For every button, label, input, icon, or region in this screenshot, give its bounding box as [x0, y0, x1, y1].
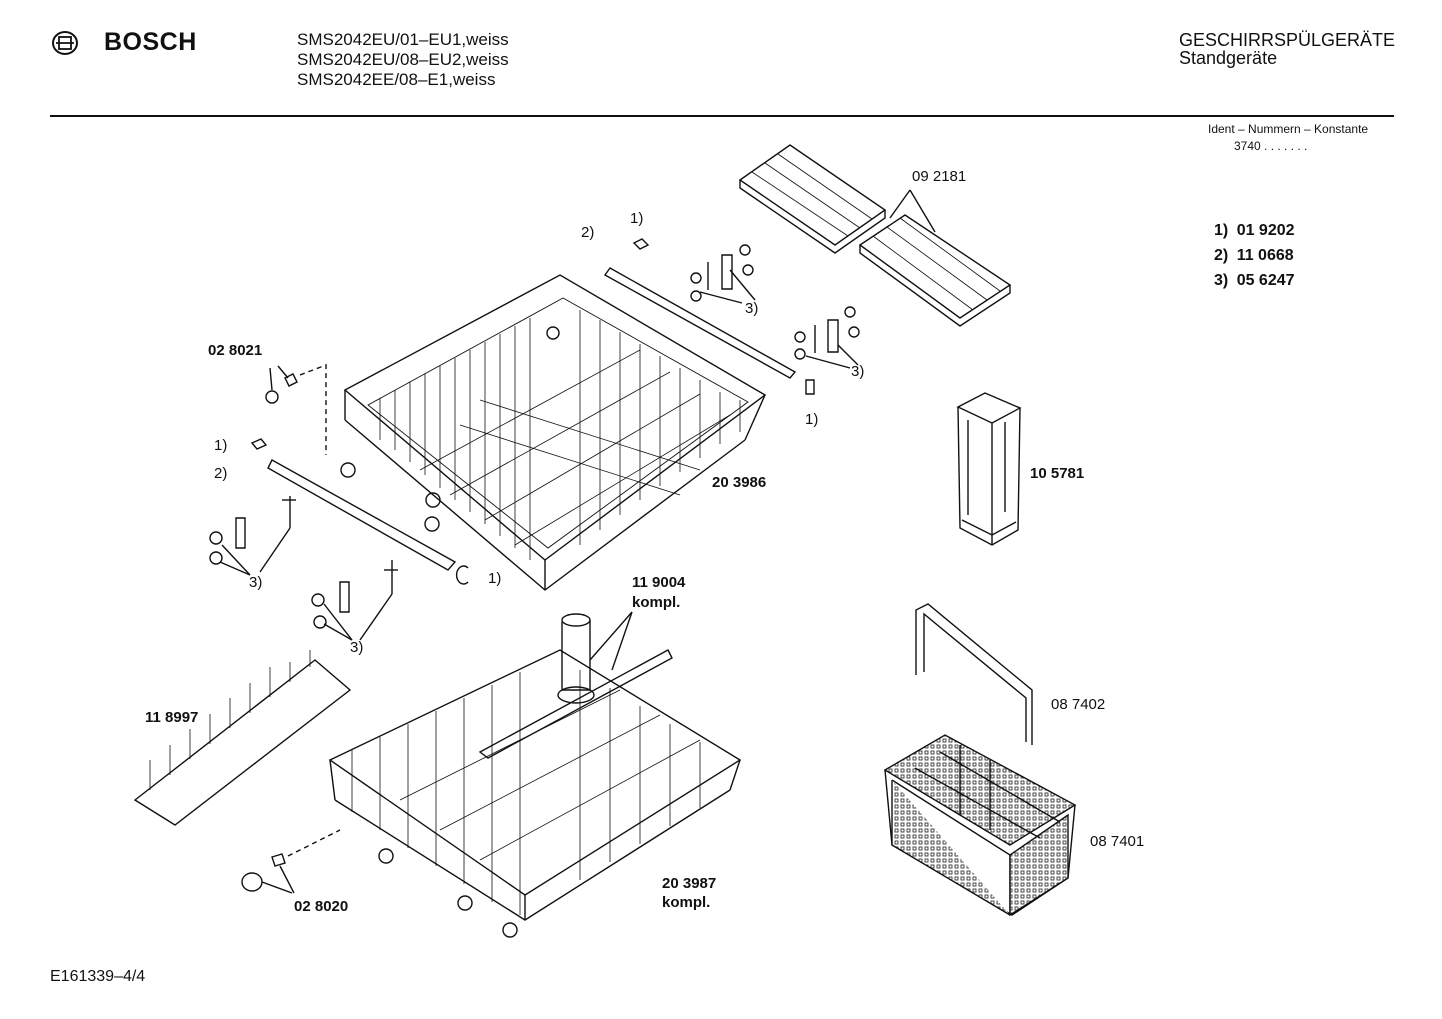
roller-set-left-2	[311, 560, 398, 641]
label-087402: 08 7402	[1051, 696, 1106, 713]
model-line-3: SMS2042EE/08–E1,weiss	[297, 70, 496, 89]
cutlery-basket	[883, 734, 1077, 917]
wheel-028020	[241, 829, 341, 894]
ref-1-left: 1)	[214, 437, 228, 454]
basket-handle	[915, 603, 1033, 745]
label-028021: 02 8021	[208, 342, 263, 359]
label-087401: 08 7401	[1090, 833, 1145, 850]
label-119004: 11 9004	[632, 574, 686, 591]
key-part: 11 0668	[1236, 247, 1294, 264]
wheel-028021	[265, 363, 327, 455]
ident-title: Ident – Nummern – Konstante	[1208, 122, 1369, 136]
ref-1-right: 1)	[805, 411, 819, 428]
ref-3-left-2: 3)	[350, 639, 364, 656]
roller-set-top-1	[690, 244, 756, 304]
key-item-1: 1) 01 9202	[1214, 222, 1295, 240]
upper-rail-right	[603, 238, 815, 395]
roller-set-top-2	[794, 306, 860, 369]
ref-2-left: 2)	[214, 465, 228, 482]
key-item-2: 2) 11 0668	[1214, 247, 1294, 265]
model-line-2: SMS2042EU/08–EU2,weiss	[297, 50, 509, 69]
label-092181: 09 2181	[912, 168, 967, 185]
label-203986: 20 3986	[712, 474, 767, 491]
ref-1-rail-end: 1)	[488, 570, 502, 587]
brand-name: BOSCH	[104, 28, 197, 56]
header-rule	[50, 115, 1394, 117]
ref-3-left-1: 3)	[249, 574, 263, 591]
document-id: E161339–4/4	[50, 968, 146, 985]
label-028020: 02 8020	[294, 898, 349, 915]
bosch-logo	[50, 29, 80, 62]
model-line-1: SMS2042EU/01–EU1,weiss	[297, 30, 509, 49]
spray-arm	[478, 611, 673, 759]
roller-set-left-1	[209, 496, 296, 576]
plate-rack	[133, 650, 352, 826]
lower-basket	[328, 649, 742, 938]
upper-rail-left	[250, 438, 469, 585]
category-title: GESCHIRRSPÜLGERÄTE	[1179, 30, 1396, 50]
key-num: 3)	[1214, 272, 1229, 289]
label-119004-kompl: kompl.	[632, 594, 681, 611]
key-item-3: 3) 05 6247	[1214, 272, 1295, 290]
key-part: 01 9202	[1236, 222, 1295, 239]
ref-3-top-1: 3)	[745, 300, 759, 317]
key-num: 1)	[1214, 222, 1229, 239]
cutlery-cup	[956, 392, 1022, 546]
label-118997: 11 8997	[145, 709, 199, 726]
cup-racks	[738, 144, 1012, 327]
key-part: 05 6247	[1236, 272, 1295, 289]
upper-basket	[340, 274, 767, 591]
label-203987-kompl: kompl.	[662, 894, 711, 911]
label-203987: 20 3987	[662, 875, 717, 892]
ref-1-top: 1)	[630, 210, 644, 227]
ref-3-top-2: 3)	[851, 363, 865, 380]
key-num: 2)	[1214, 247, 1229, 264]
bosch-armature-icon	[52, 31, 78, 55]
ident-value: 3740 . . . . . . .	[1234, 139, 1308, 153]
category-subtitle: Standgeräte	[1179, 48, 1278, 68]
label-105781: 10 5781	[1030, 465, 1085, 482]
ref-2-top: 2)	[581, 224, 595, 241]
